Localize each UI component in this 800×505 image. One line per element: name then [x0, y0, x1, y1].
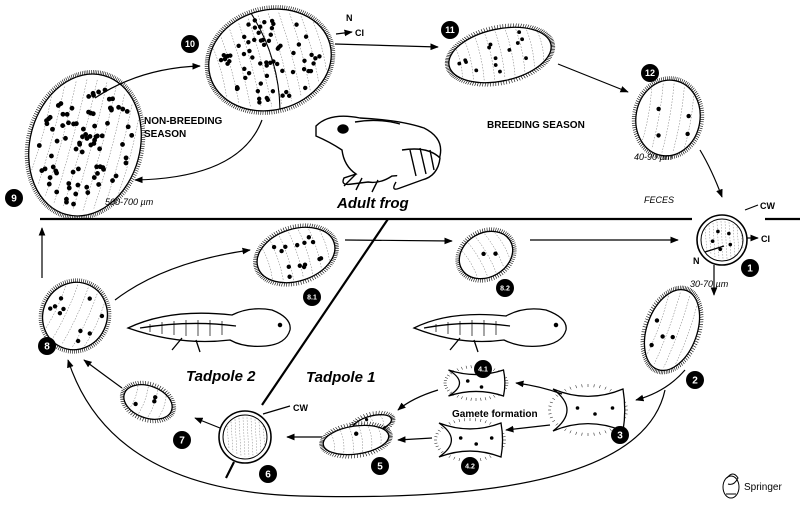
label-size-cyst: 30-70 µm	[690, 279, 729, 289]
label-tadpole-1: Tadpole 1	[306, 369, 375, 386]
cells-group	[24, 5, 748, 464]
arrow-9-to-10	[94, 62, 201, 99]
stage-badge-8-2: 8.2	[496, 279, 514, 297]
cell-stage-8-2	[455, 227, 517, 283]
label-size-large: 500-700 µm	[105, 197, 154, 207]
label-n-top: N	[346, 13, 353, 23]
label-size-medium: 40-90 µm	[634, 152, 673, 162]
cell-stage-2	[640, 285, 704, 375]
stage-badge-4-2: 4.2	[461, 457, 479, 475]
arrow-10-to-9	[134, 119, 263, 184]
label-season: SEASON	[144, 129, 186, 140]
arrow-4-2-to-5	[397, 436, 433, 443]
cell-stage-5-lower	[319, 421, 393, 459]
springer-horse-icon	[722, 473, 740, 499]
stage-badge-8: 8	[38, 337, 56, 355]
adult-frog-illustration	[315, 115, 442, 193]
stage-badge-10: 10	[181, 35, 199, 53]
arrow-12-to-1	[699, 149, 723, 198]
cell-stage-7	[119, 380, 177, 424]
arrow-8-to-8-1	[114, 247, 251, 301]
stage-number: 8.2	[500, 286, 510, 293]
cell-stage-8-1	[253, 223, 339, 287]
tadpole-divider-upper	[261, 218, 389, 406]
stage-number: 5	[377, 462, 383, 473]
stage-number: 7	[179, 436, 185, 447]
pointer-cw-cyst6	[262, 405, 291, 415]
tadpole-2-illustration	[126, 308, 291, 353]
tadpole-divider-lower	[225, 461, 235, 479]
arrow-2-to-3	[635, 369, 686, 402]
springer-wordmark: Springer	[744, 482, 782, 493]
label-non-breeding: NON-BREEDING	[144, 116, 223, 127]
stage-badge-7: 7	[173, 431, 191, 449]
cyst-stage-6	[218, 410, 272, 464]
cyst-stage-1	[696, 214, 748, 266]
cell-stage-10	[204, 5, 336, 115]
cell-stage-11	[444, 23, 556, 87]
arrow-2-to-8-long	[67, 359, 666, 498]
stage-badge-2: 2	[686, 371, 704, 389]
label-adult-frog: Adult frog	[336, 195, 409, 212]
stage-badge-11: 11	[441, 21, 459, 39]
cell-stage-12	[631, 76, 705, 160]
stage-number: 2	[692, 376, 698, 387]
gamete-stage-3	[548, 384, 628, 436]
stage-number: 8	[44, 342, 50, 353]
stage-badge-1: 1	[741, 259, 759, 277]
stage-number: 4.1	[478, 367, 488, 374]
stage-badge-3: 3	[611, 426, 629, 444]
stage-badge-9: 9	[5, 189, 23, 207]
arrow-10-to-11	[334, 43, 439, 51]
arrow-7-to-8	[83, 359, 123, 389]
stage-number: 4.2	[465, 464, 475, 471]
pointer-n-cyst	[704, 245, 725, 253]
stage-number: 11	[445, 25, 455, 35]
stage-number: 6	[265, 470, 271, 481]
stage-number: 9	[11, 194, 17, 205]
label-breeding-season: BREEDING SEASON	[487, 120, 585, 131]
stage-number: 8.1	[307, 295, 317, 302]
stage-number: 1	[747, 264, 753, 275]
arrow-11-to-12	[557, 63, 629, 93]
arrow-4-1-to-5	[397, 389, 439, 411]
label-tadpole-2: Tadpole 2	[186, 368, 256, 385]
cell-stage-9	[24, 69, 146, 220]
flow-arrows	[38, 29, 759, 498]
stage-number: 10	[185, 39, 195, 49]
arrow-3-to-4-2	[505, 424, 551, 433]
stage-badge-12: 12	[641, 64, 659, 82]
stage-number: 12	[645, 68, 655, 78]
stage-number: 3	[617, 431, 623, 442]
stage-badge-8-1: 8.1	[303, 288, 321, 306]
label-feces: FECES	[644, 195, 674, 205]
pointer-ci-top	[335, 29, 353, 37]
label-cw-cyst6: CW	[293, 403, 308, 413]
label-cw-cyst: CW	[760, 201, 775, 211]
cell-stage-8	[38, 278, 112, 354]
stage-badge-5: 5	[371, 457, 389, 475]
arrow-8-1-to-8-2	[344, 237, 453, 245]
arrow-6-to-7	[194, 417, 221, 429]
stage-badge-6: 6	[259, 465, 277, 483]
springer-logo: Springer	[722, 473, 782, 499]
stage-badge-4-1: 4.1	[474, 360, 492, 378]
label-gamete-formation: Gamete formation	[452, 409, 538, 420]
pointer-cw-cyst	[744, 204, 759, 211]
tadpole-1-illustration	[412, 308, 567, 353]
label-n-cyst: N	[693, 256, 700, 266]
label-ci-cyst: CI	[761, 234, 770, 244]
gamete-stage-4-2	[434, 418, 506, 462]
label-ci-top: CI	[355, 28, 364, 38]
arrow-3-to-4-1	[515, 380, 563, 395]
